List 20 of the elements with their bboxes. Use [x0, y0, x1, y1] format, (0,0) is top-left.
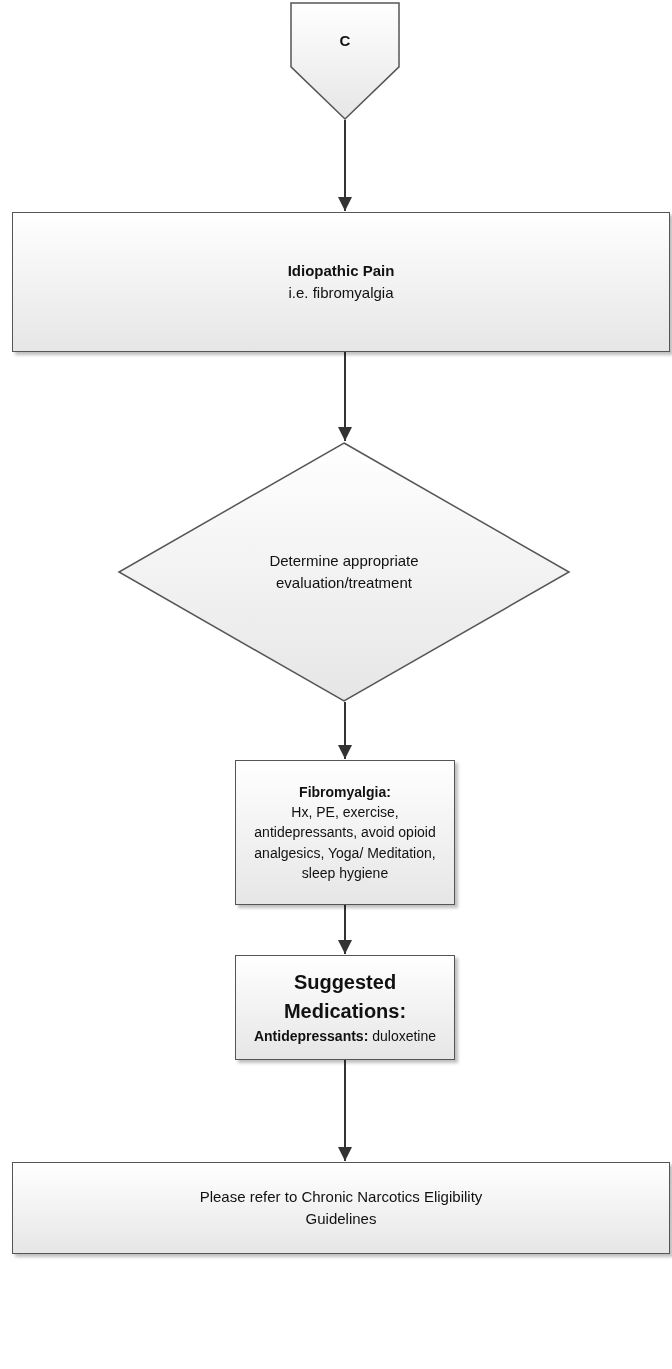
box-heading: Fibromyalgia:	[299, 782, 391, 802]
process-box	[12, 1162, 670, 1254]
box-text: Please refer to Chronic Narcotics Eligibility Guidelines	[198, 1187, 484, 1229]
arrow	[338, 119, 352, 212]
box-text: C	[339, 31, 351, 52]
off-page-connector	[290, 2, 400, 120]
decision-diamond	[118, 442, 570, 702]
process-box	[235, 955, 455, 1060]
arrow	[338, 1059, 352, 1162]
arrow	[338, 904, 352, 955]
box-text: Hx, PE, exercise, antidepressants, avoid opioid analgesics, Yoga/ Meditation, sleep hygiene	[253, 803, 437, 883]
box-text: Antidepressants: duloxetine	[253, 1027, 437, 1047]
process-box	[235, 760, 455, 905]
box-heading: Suggested Medications:	[282, 970, 408, 1025]
process-box	[12, 212, 670, 352]
box-heading: Idiopathic Pain	[287, 261, 395, 282]
box-text: Determine appropriate evaluation/treatment	[268, 551, 420, 593]
arrow	[338, 701, 352, 760]
box-text: i.e. fibromyalgia	[288, 283, 394, 303]
arrow	[338, 351, 352, 442]
